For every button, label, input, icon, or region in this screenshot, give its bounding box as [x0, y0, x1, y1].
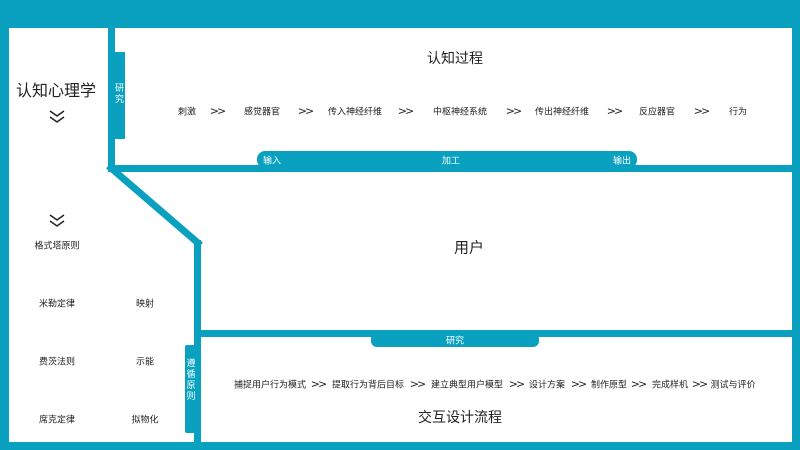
research-pill-label: 研究	[445, 336, 465, 347]
user-title: 用户	[453, 238, 485, 257]
ix-step-prototype: 制作原型	[590, 380, 628, 391]
double-chevron-right-icon: >>	[570, 377, 588, 391]
double-chevron-right-icon: >>	[508, 377, 526, 391]
step-effector: 反应器官	[638, 107, 676, 118]
principles-side-tab	[185, 345, 197, 433]
output-label: 输出	[612, 156, 632, 167]
step-behavior: 行为	[728, 107, 748, 118]
principle-hick: 席克定律	[38, 415, 76, 426]
double-chevron-right-icon: >>	[209, 104, 227, 118]
left-divider-top	[108, 28, 115, 170]
step-stimulus: 刺激	[177, 107, 197, 118]
double-chevron-right-icon: >>	[505, 104, 523, 118]
double-chevron-right-icon: >>	[310, 377, 328, 391]
step-cns: 中枢神经系统	[432, 107, 488, 118]
top-border	[0, 0, 800, 28]
ix-step-persona: 建立典型用户模型	[430, 380, 504, 391]
interaction-title: 交互设计流程	[418, 410, 502, 426]
cognition-separator	[108, 165, 800, 172]
bottom-border	[0, 442, 800, 450]
left-divider-bottom	[194, 240, 201, 450]
cognition-title: 认知过程	[427, 51, 483, 67]
ix-step-sample: 完成样机	[651, 380, 689, 391]
input-label: 输入	[262, 156, 282, 167]
principle-skeuomorphism: 拟物化	[131, 415, 159, 426]
double-chevron-down-icon	[49, 110, 65, 123]
double-chevron-right-icon: >>	[397, 104, 415, 118]
ix-step-extract-goals: 提取行为背后目标	[331, 380, 405, 391]
io-bar	[257, 151, 637, 168]
principle-affordance: 示能	[135, 357, 155, 368]
double-chevron-right-icon: >>	[630, 377, 648, 391]
principles-side-label: 遵 循 原 则	[186, 359, 196, 402]
research-side-tab	[114, 52, 125, 139]
left-border	[0, 0, 9, 450]
ix-step-design: 设计方案	[528, 380, 566, 391]
ix-step-test: 测试与评价	[710, 380, 756, 391]
research-pill	[371, 333, 539, 347]
right-border	[792, 0, 800, 450]
ix-step-capture-patterns: 捕捉用户行为模式	[233, 380, 307, 391]
process-label: 加工	[441, 156, 461, 167]
double-chevron-right-icon: >>	[693, 104, 711, 118]
principle-fitts: 费茨法则	[38, 357, 76, 368]
principle-gestalt: 格式塔原则	[34, 241, 80, 252]
cognitive-psychology-title: 认知心理学	[15, 81, 97, 100]
principle-mapping: 映射	[135, 299, 155, 310]
double-chevron-right-icon: >>	[297, 104, 315, 118]
double-chevron-down-icon	[49, 214, 65, 227]
diagonal-divider	[106, 163, 203, 248]
double-chevron-right-icon: >>	[606, 104, 624, 118]
principle-miller: 米勒定律	[38, 299, 76, 310]
double-chevron-right-icon: >>	[691, 377, 709, 391]
step-efferent: 传出神经纤维	[534, 107, 590, 118]
research-side-label: 研 究	[114, 84, 124, 105]
double-chevron-right-icon: >>	[409, 377, 427, 391]
step-afferent: 传入神经纤维	[327, 107, 383, 118]
step-sense-organ: 感觉器官	[243, 107, 281, 118]
